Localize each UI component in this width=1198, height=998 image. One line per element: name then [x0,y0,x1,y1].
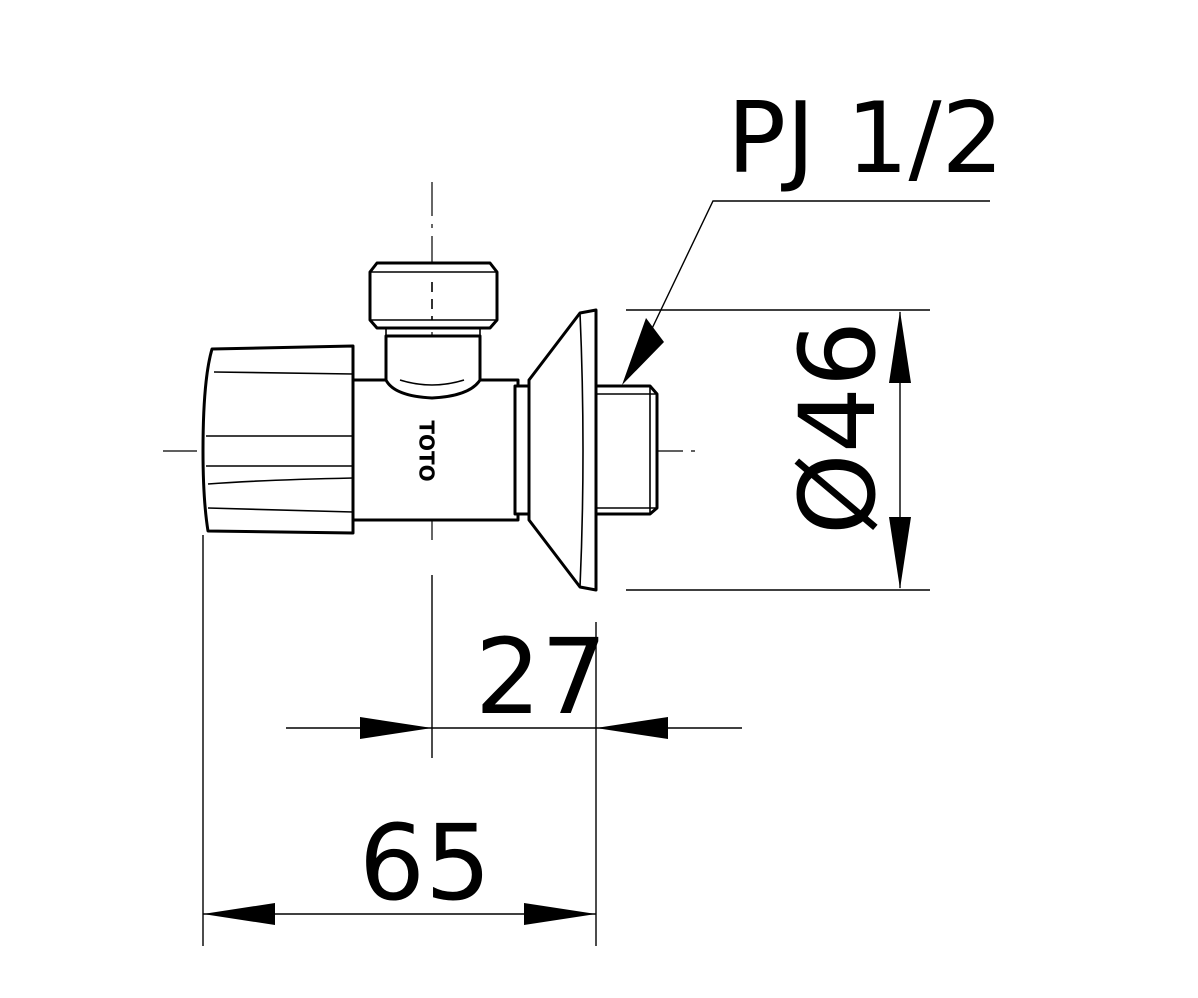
diameter-arrow-bottom [889,517,911,589]
thread-leader [622,200,990,385]
valve-body [351,334,531,522]
offset-label: 27 [475,616,607,738]
offset-arrow-right [596,717,668,739]
overall-label: 65 [359,802,491,924]
thread-label: PJ 1/2 [727,82,1004,196]
overall-arrow-right [524,903,596,925]
overall-dimension [202,535,596,946]
overall-arrow-left [203,903,275,925]
leader-arrowhead [622,318,664,385]
offset-dimension [286,575,742,946]
valve-handle [201,344,355,535]
escutcheon-flange [527,308,598,592]
upper-connector [368,261,499,336]
outlet-pipe [594,384,659,516]
brand-mark: TOTO [415,420,439,481]
diameter-dimension [626,309,930,591]
offset-arrow-left [360,717,432,739]
diameter-label: Ø46 [777,321,899,535]
diameter-arrow-top [889,311,911,383]
